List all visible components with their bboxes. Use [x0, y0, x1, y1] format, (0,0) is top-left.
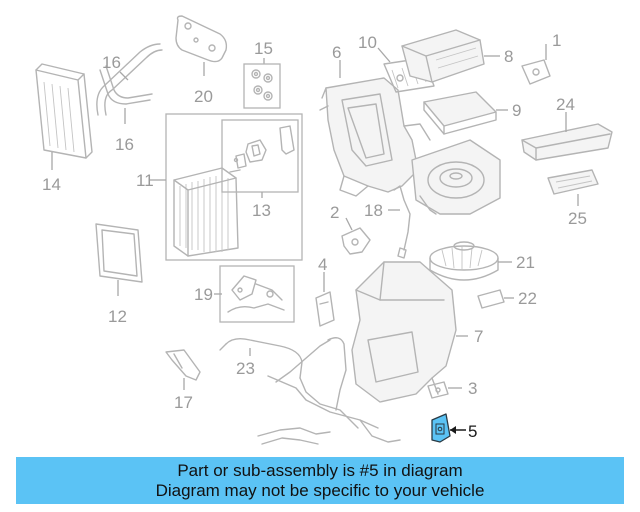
part-22-clip[interactable] — [477, 289, 505, 309]
part-1-actuator[interactable] — [521, 59, 551, 85]
callout-12[interactable]: 12 — [108, 307, 127, 326]
leader-10 — [377, 47, 391, 63]
part-24-duct[interactable] — [521, 123, 613, 161]
callout-16a[interactable]: 16 — [102, 53, 121, 72]
info-banner: Part or sub-assembly is #5 in diagram Di… — [16, 457, 624, 504]
callout-8[interactable]: 8 — [504, 47, 513, 66]
leader-2 — [345, 217, 353, 231]
callout-20[interactable]: 20 — [194, 87, 213, 106]
callout-18[interactable]: 18 — [364, 201, 383, 220]
callout-25[interactable]: 25 — [568, 209, 587, 228]
part-23-wiring-harness[interactable] — [219, 337, 401, 445]
callout-15[interactable]: 15 — [254, 39, 273, 58]
part-3-sensor[interactable] — [427, 381, 449, 399]
part-5-highlighted[interactable] — [431, 413, 451, 443]
part-11-evaporator-assembly[interactable] — [165, 113, 303, 261]
callout-24[interactable]: 24 — [556, 95, 575, 114]
callout-19[interactable]: 19 — [194, 285, 213, 304]
part-12-filter-frame[interactable] — [95, 223, 143, 283]
callout-23[interactable]: 23 — [236, 359, 255, 378]
part-15-grommets[interactable] — [243, 63, 281, 109]
leader-5-arrowhead — [450, 426, 456, 434]
callout-16b[interactable]: 16 — [115, 135, 134, 154]
callout-3[interactable]: 3 — [468, 379, 477, 398]
part-7-lower-housing[interactable] — [351, 261, 457, 403]
part-19-actuator-linkage[interactable] — [219, 265, 295, 323]
part-8-duct[interactable] — [401, 29, 485, 83]
callout-13[interactable]: 13 — [252, 201, 271, 220]
callout-22[interactable]: 22 — [518, 289, 537, 308]
part-21-blower-motor[interactable] — [429, 241, 499, 281]
part-16-heater-hoses[interactable] — [96, 43, 163, 116]
callout-21[interactable]: 21 — [516, 253, 535, 272]
callout-1[interactable]: 1 — [552, 31, 561, 50]
part-9-cabin-filter[interactable] — [423, 91, 497, 135]
part-13-expansion-valve-kit[interactable] — [221, 119, 299, 193]
part-25-vent[interactable] — [547, 169, 599, 195]
callout-5[interactable]: 5 — [468, 422, 477, 441]
leader-16a — [119, 71, 129, 81]
part-2-actuator[interactable] — [341, 227, 371, 255]
blower-housing — [411, 139, 501, 215]
callout-7[interactable]: 7 — [474, 327, 483, 346]
part-17-bracket[interactable] — [165, 349, 201, 381]
part-6-hvac-housing[interactable] — [319, 77, 431, 197]
callout-9[interactable]: 9 — [512, 101, 521, 120]
callout-14[interactable]: 14 — [42, 175, 61, 194]
callout-10[interactable]: 10 — [358, 33, 377, 52]
banner-line-2: Diagram may not be specific to your vehi… — [155, 481, 485, 500]
part-20-bracket[interactable] — [175, 15, 228, 63]
callout-17[interactable]: 17 — [174, 393, 193, 412]
callout-4[interactable]: 4 — [318, 255, 327, 274]
part-14-heater-core[interactable] — [35, 63, 93, 159]
part-18-sensor[interactable] — [393, 185, 411, 259]
callout-11[interactable]: 11 — [136, 171, 154, 190]
part-4-bracket[interactable] — [315, 291, 335, 327]
callout-2[interactable]: 2 — [330, 203, 339, 222]
banner-line-1: Part or sub-assembly is #5 in diagram — [177, 461, 463, 480]
callout-6[interactable]: 6 — [332, 43, 341, 62]
